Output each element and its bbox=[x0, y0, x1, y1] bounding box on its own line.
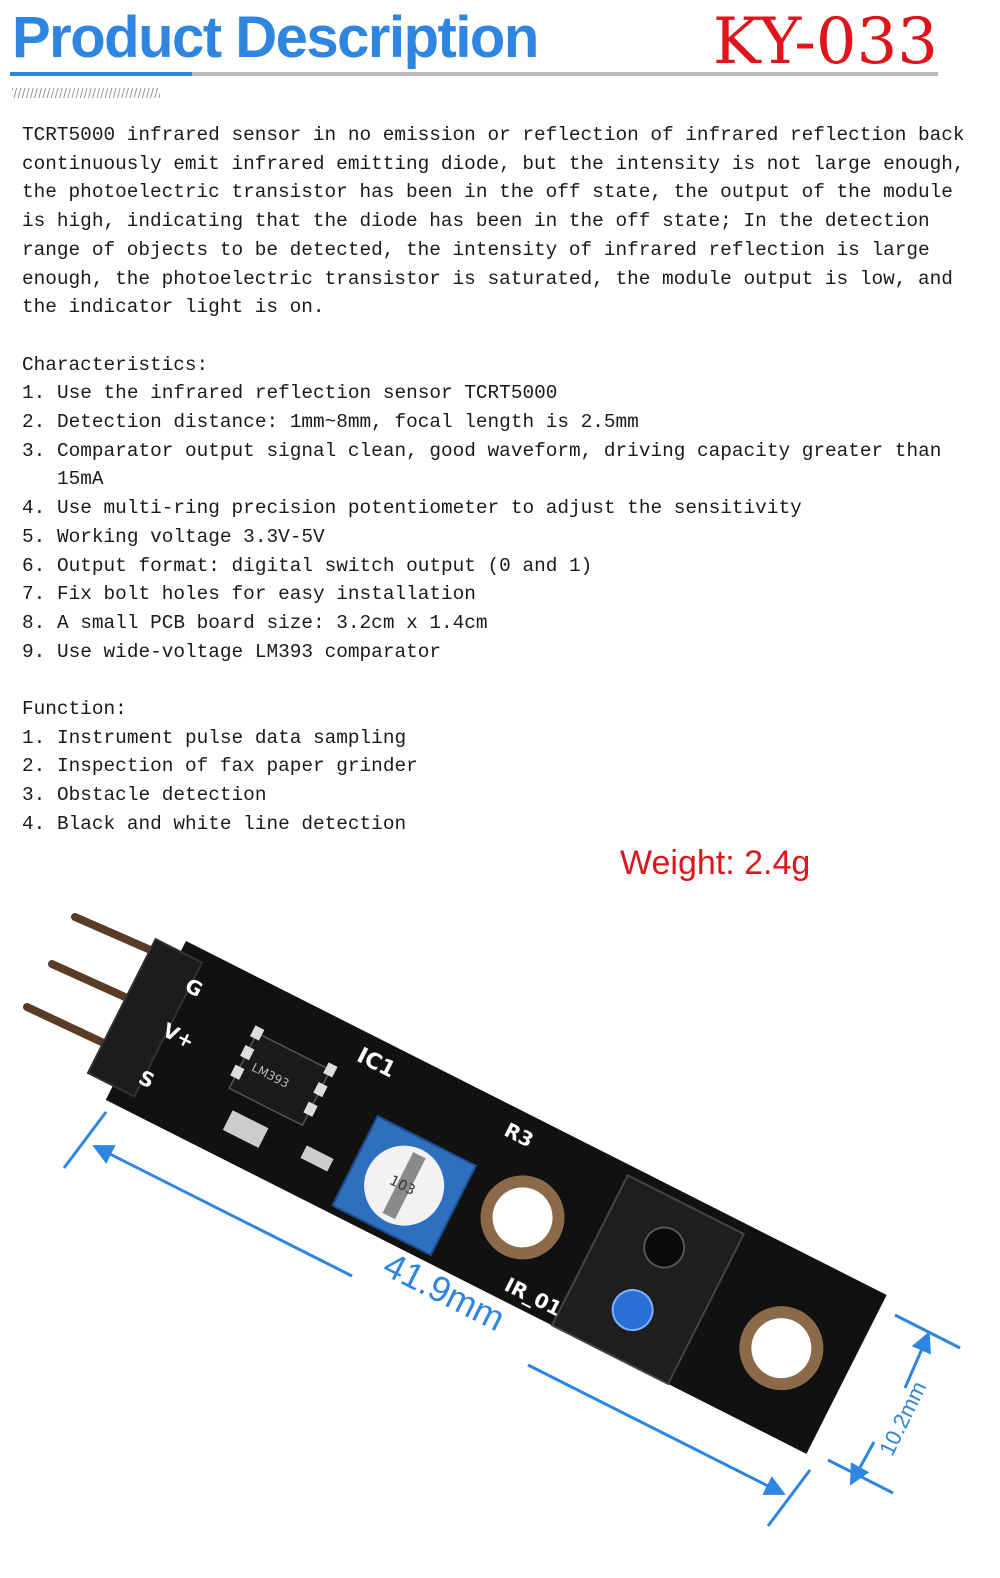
title-underline-accent bbox=[10, 72, 192, 76]
decorative-hatch bbox=[12, 88, 160, 98]
tcrt5000-sensor bbox=[550, 1174, 746, 1386]
list-item: 4.Black and white line detection bbox=[22, 812, 407, 835]
function-heading: Function: bbox=[22, 698, 127, 721]
weight-label: Weight: 2.4g bbox=[620, 844, 811, 882]
list-item: 1.Use the infrared reflection sensor TCR… bbox=[22, 382, 558, 405]
width-label: 10.2mm bbox=[874, 1377, 931, 1459]
description-paragraph: TCRT5000 infrared sensor in no emission … bbox=[22, 124, 965, 319]
list-item: 9.Use wide-voltage LM393 comparator bbox=[22, 640, 441, 663]
model-number: KY-033 bbox=[712, 5, 938, 79]
page-title: Product Description bbox=[12, 5, 539, 70]
list-item: 8.A small PCB board size: 3.2cm x 1.4cm bbox=[22, 611, 488, 634]
list-item: 2.Detection distance: 1mm~8mm, focal len… bbox=[22, 411, 639, 434]
ic-chip bbox=[228, 1031, 332, 1127]
list-item: 7.Fix bolt holes for easy installation bbox=[22, 583, 476, 606]
list-item: 3.Comparator output signal clean, good w… bbox=[22, 439, 942, 491]
product-photo: G V+ S IC1 R3 IR_01 LM393 103 41.9mm 10.… bbox=[23, 913, 961, 1527]
list-item: 3.Obstacle detection bbox=[22, 784, 267, 807]
title-underline bbox=[10, 72, 938, 76]
pcb-board: G V+ S IC1 R3 IR_01 LM393 103 bbox=[86, 937, 887, 1454]
list-item: 1.Instrument pulse data sampling bbox=[22, 726, 407, 749]
list-item: 5.Working voltage 3.3V-5V bbox=[22, 525, 325, 548]
description-block: TCRT5000 infrared sensor in no emission … bbox=[22, 121, 982, 839]
characteristics-section: Characteristics: 1.Use the infrared refl… bbox=[22, 351, 982, 667]
characteristics-heading: Characteristics: bbox=[22, 353, 209, 376]
list-item: 6.Output format: digital switch output (… bbox=[22, 554, 593, 577]
list-item: 2.Inspection of fax paper grinder bbox=[22, 755, 418, 778]
function-section: Function: 1.Instrument pulse data sampli… bbox=[22, 695, 982, 839]
list-item: 4.Use multi-ring precision potentiometer… bbox=[22, 497, 802, 520]
